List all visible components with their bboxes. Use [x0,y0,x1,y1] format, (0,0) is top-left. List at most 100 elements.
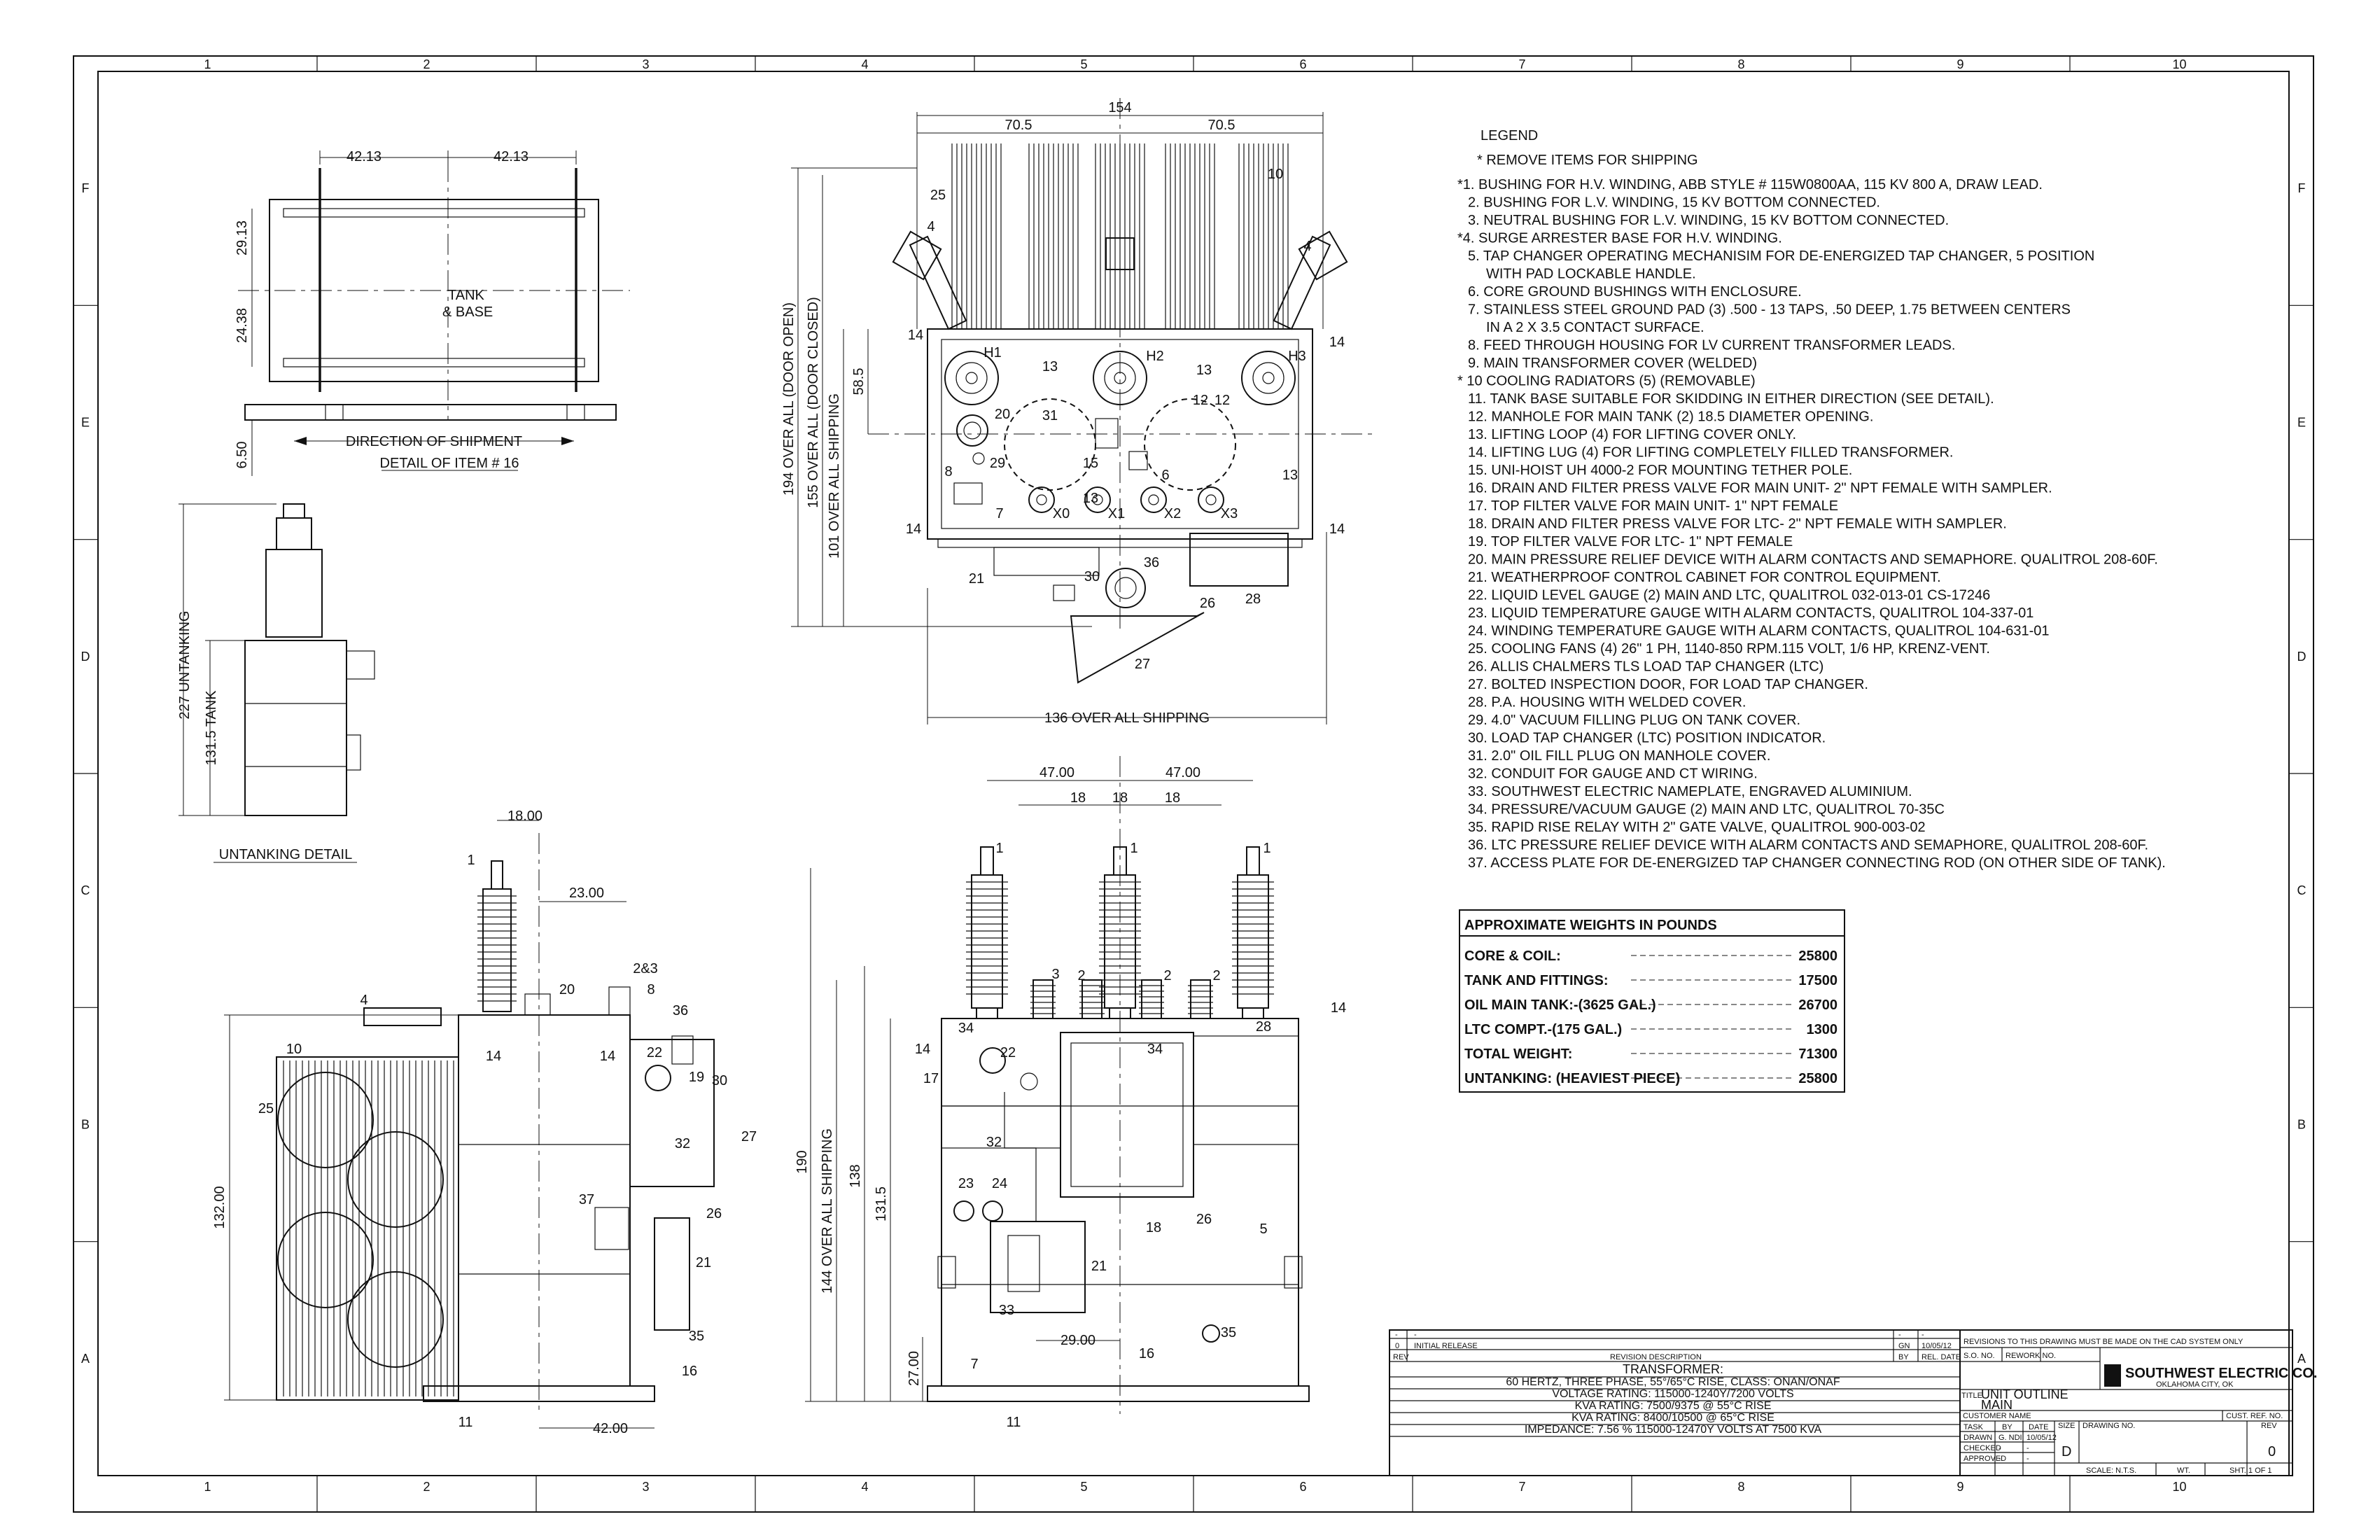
weight-label: UNTANKING: (HEAVIEST PIECE) [1464,1071,1680,1086]
callout-label: 13 [1282,468,1298,483]
dim-132-00: 132.00 [212,1186,227,1228]
weight-label: LTC COMPT.-(175 GAL.) [1464,1022,1622,1037]
weight-label: CORE & COIL: [1464,948,1561,964]
legend-list: *1. BUSHING FOR H.V. WINDING, ABB STYLE … [1457,177,2166,871]
callout-label: 20 [559,982,575,997]
company-city: OKLAHOMA CITY, OK [2156,1380,2234,1389]
legend-item: 13. LIFTING LOOP (4) FOR LIFTING COVER O… [1468,427,1796,442]
grid-col-bottom: 7 [1518,1480,1525,1494]
callout-label: 14 [1329,335,1345,350]
rev-date: 10/05/12 [1921,1342,1952,1350]
dim-24-38: 24.38 [234,308,250,343]
dim-227-untanking: 227 UNTANKING [177,610,192,719]
dim-58-5: 58.5 [851,368,867,396]
callout-label: 22 [647,1045,662,1060]
legend-item: 26. ALLIS CHALMERS TLS LOAD TAP CHANGER … [1468,659,1823,675]
rev-date: - [1921,1331,1924,1339]
callout-label: 26 [1200,596,1215,611]
callout-label: 14 [1329,522,1345,537]
callout-label: 11 [1007,1415,1021,1430]
grid-col-bottom: 2 [423,1480,430,1494]
callout-label: 8 [647,982,654,997]
sheet-number: SHT. 1 OF 1 [2230,1466,2272,1475]
spec-line: VOLTAGE RATING: 115000-1240Y/7200 VOLTS [1552,1388,1793,1400]
grid-row-right: B [2297,1118,2306,1132]
legend-item: 14. LIFTING LUG (4) FOR LIFTING COMPLETE… [1468,445,1953,461]
callout-label: 10 [286,1042,302,1057]
grid-col-top: 5 [1080,57,1087,71]
grid-col-top: 6 [1299,57,1306,71]
center-tank-label: TANK [448,288,485,303]
dim-18-c: 18 [1165,790,1180,806]
rev-header-desc: REVISION DESCRIPTION [1610,1353,1702,1362]
dim-42-13-b: 42.13 [493,149,528,164]
weight-label: OIL MAIN TANK:-(3625 GAL.) [1464,997,1656,1013]
dim-18-b: 18 [1112,790,1128,806]
dim-18-a: 18 [1070,790,1086,806]
drawing-no-label: DRAWING NO. [2082,1422,2135,1430]
callout-label: 7 [995,506,1003,522]
skid-base-detail [238,150,630,476]
callout-label: 12 [1193,393,1208,408]
dim-47-00-left: 47.00 [1040,765,1074,780]
callout-label: 31 [1042,408,1058,424]
legend-item: 22. LIQUID LEVEL GAUGE (2) MAIN AND LTC,… [1468,588,1990,603]
drawing-size: D [2062,1444,2071,1460]
legend-title: LEGEND [1480,128,1538,144]
callout-label: 32 [986,1135,1002,1150]
dim-131-5-tank: 131.5 TANK [204,690,219,766]
legend-item: 33. SOUTHWEST ELECTRIC NAMEPLATE, ENGRAV… [1468,784,1912,799]
callout-label: 21 [1091,1259,1107,1274]
callout-label: X2 [1164,506,1181,522]
callout-label: 32 [675,1136,690,1152]
grid-row-left: D [81,650,90,664]
dim-27-00: 27.00 [906,1351,922,1386]
callout-label: 26 [706,1206,722,1222]
dim-47-00-right: 47.00 [1166,765,1200,780]
callout-label: 30 [1084,569,1100,584]
legend-item: 12. MANHOLE FOR MAIN TANK (2) 18.5 DIAME… [1468,410,1873,425]
callout-label: 2 [1163,968,1171,983]
legend-item: 27. BOLTED INSPECTION DOOR, FOR LOAD TAP… [1468,677,1868,692]
legend-item: 9. MAIN TRANSFORMER COVER (WELDED) [1468,356,1757,371]
callout-label: 23 [958,1176,974,1191]
callout-label: 2&3 [633,961,658,976]
grid-col-bottom: 8 [1737,1480,1744,1494]
callout-label: 33 [999,1303,1014,1318]
legend-item: 19. TOP FILTER VALVE FOR LTC- 1" NPT FEM… [1468,534,1793,550]
callout-label: 8 [944,464,952,479]
front-view-drawing [805,756,1310,1414]
grid-row-left: A [81,1352,90,1366]
callout-label: 37 [579,1192,594,1208]
title-block [1389,1329,2293,1476]
grid-col-bottom: 3 [642,1480,649,1494]
sign-by: - [1998,1444,2001,1452]
legend-item: 28. P.A. HOUSING WITH WELDED COVER. [1468,695,1746,710]
callout-label: X1 [1108,506,1125,522]
callout-label: 29 [990,456,1005,471]
weight-value: 25800 [1798,1071,1837,1086]
legend-item: 6. CORE GROUND BUSHINGS WITH ENCLOSURE. [1468,284,1802,300]
callout-label: 14 [908,328,923,343]
weight-value: 25800 [1798,948,1837,964]
legend-item: 30. LOAD TAP CHANGER (LTC) POSITION INDI… [1468,731,1826,746]
callout-label: 13 [1042,359,1058,374]
dim-136-overall: 136 OVER ALL SHIPPING [1044,710,1210,726]
legend-item: 7. STAINLESS STEEL GROUND PAD (3) .500 -… [1468,302,2071,318]
dim-190: 190 [794,1150,810,1173]
dim-138: 138 [848,1164,863,1187]
dim-42-00: 42.00 [593,1421,628,1436]
rev-header-rev: REV [1393,1353,1409,1362]
dim-154: 154 [1108,100,1131,115]
callout-label: 21 [696,1255,711,1270]
grid-row-left: C [81,883,90,897]
sign-by: G. NDI [1998,1434,2022,1442]
callout-label: 1 [995,841,1003,856]
dim-155-overall: 155 OVER ALL (DOOR CLOSED) [806,297,821,508]
grid-row-left: E [81,416,90,430]
sign-task: CHECKED [1963,1444,2001,1452]
callout-label: 24 [992,1176,1007,1191]
sign-header-date: DATE [2029,1423,2049,1432]
